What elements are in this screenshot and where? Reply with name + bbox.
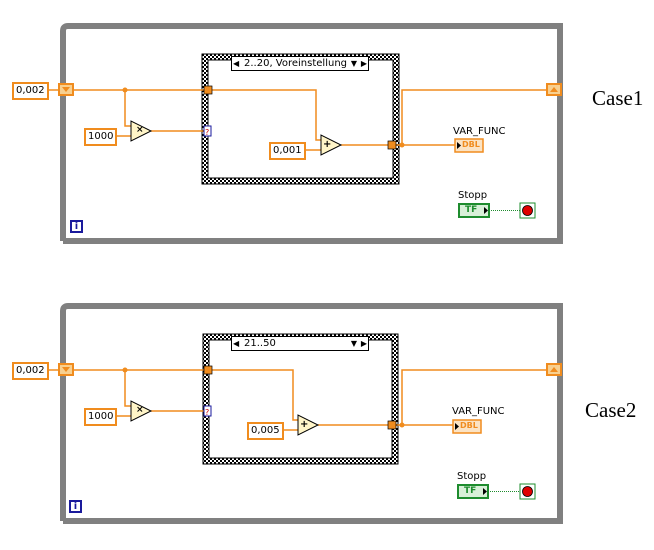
- add-node[interactable]: [297, 414, 320, 436]
- output-tunnel[interactable]: [387, 420, 397, 430]
- add-symbol: +: [323, 139, 332, 150]
- wire-junction: [122, 87, 128, 93]
- diagram-canvas: ?: [47, 23, 563, 244]
- multiply-symbol: ×: [136, 405, 144, 415]
- selector-prev-icon[interactable]: ◀: [233, 339, 240, 348]
- selector-dropdown-icon[interactable]: ▼: [350, 339, 357, 348]
- output-tunnel[interactable]: [387, 140, 397, 150]
- case-selector[interactable]: ◀ 21..50 ▼ ▶: [231, 336, 369, 351]
- while-loop-frame[interactable]: [60, 23, 563, 244]
- input-constant[interactable]: 0,002: [12, 362, 49, 380]
- var-func-indicator[interactable]: [452, 419, 482, 434]
- case-structure-frame[interactable]: [202, 54, 399, 184]
- multiplier-constant[interactable]: 1000: [84, 408, 118, 426]
- case-structure-frame[interactable]: [203, 334, 398, 464]
- selector-question-mark: ?: [205, 408, 209, 417]
- add-constant[interactable]: 0,005: [247, 422, 284, 440]
- selector-terminal[interactable]: [203, 405, 212, 417]
- selector-next-icon[interactable]: ▶: [360, 339, 367, 348]
- wires: [47, 369, 548, 431]
- shift-register-left[interactable]: [58, 83, 74, 96]
- loop-condition-stop-icon[interactable]: [519, 483, 536, 500]
- multiply-node[interactable]: [130, 120, 153, 142]
- shift-register-left[interactable]: [58, 363, 74, 376]
- multiply-node[interactable]: [130, 400, 153, 422]
- wire-junction: [399, 142, 405, 148]
- stop-type: TF: [464, 486, 477, 496]
- case-title: Case1: [592, 86, 644, 110]
- case-selector-label: 2..20, Voreinstellung: [244, 58, 348, 69]
- add-symbol: +: [300, 419, 309, 430]
- indicator-label: VAR_FUNC: [452, 406, 505, 417]
- shift-register-right[interactable]: [546, 363, 562, 376]
- selector-next-icon[interactable]: ▶: [360, 59, 367, 68]
- wire-junction: [122, 367, 128, 373]
- add-node[interactable]: [320, 134, 343, 156]
- indicator-label: VAR_FUNC: [453, 126, 506, 137]
- block-diagram-case1: ? 0,002 1000 × + 0,001 ◀ 2..20, Vorein: [0, 0, 654, 270]
- multiply-symbol: ×: [136, 125, 144, 135]
- while-loop-frame[interactable]: [60, 303, 563, 524]
- iteration-terminal-icon: i: [70, 220, 83, 233]
- stop-label: Stopp: [458, 190, 488, 201]
- input-tunnel[interactable]: [203, 365, 213, 375]
- var-func-indicator[interactable]: [454, 138, 484, 153]
- stop-label: Stopp: [457, 471, 487, 482]
- case-selector[interactable]: ◀ 2..20, Voreinstellung ▼ ▶: [231, 56, 369, 71]
- indicator-type: DBL: [462, 140, 480, 149]
- multiplier-constant[interactable]: 1000: [84, 128, 118, 146]
- wire-junction: [399, 422, 405, 428]
- input-tunnel[interactable]: [203, 85, 213, 95]
- selector-dropdown-icon[interactable]: ▼: [350, 59, 357, 68]
- diagram-canvas: ?: [47, 303, 563, 524]
- case-title: Case2: [585, 398, 637, 422]
- shift-register-right[interactable]: [546, 83, 562, 96]
- block-diagram-case2: ? 0,002 1000 × + 0,005 ◀ 21..50 ▼ ▶ VAR_…: [0, 280, 654, 550]
- selector-question-mark: ?: [205, 128, 209, 137]
- loop-condition-stop-icon[interactable]: [519, 202, 536, 219]
- selector-prev-icon[interactable]: ◀: [233, 59, 240, 68]
- case-selector-label: 21..50: [244, 338, 276, 349]
- input-constant[interactable]: 0,002: [12, 82, 49, 100]
- selector-terminal[interactable]: [203, 125, 212, 137]
- stop-type: TF: [465, 205, 478, 215]
- add-constant[interactable]: 0,001: [269, 142, 306, 160]
- iteration-terminal-icon: i: [69, 500, 82, 513]
- indicator-type: DBL: [460, 421, 478, 430]
